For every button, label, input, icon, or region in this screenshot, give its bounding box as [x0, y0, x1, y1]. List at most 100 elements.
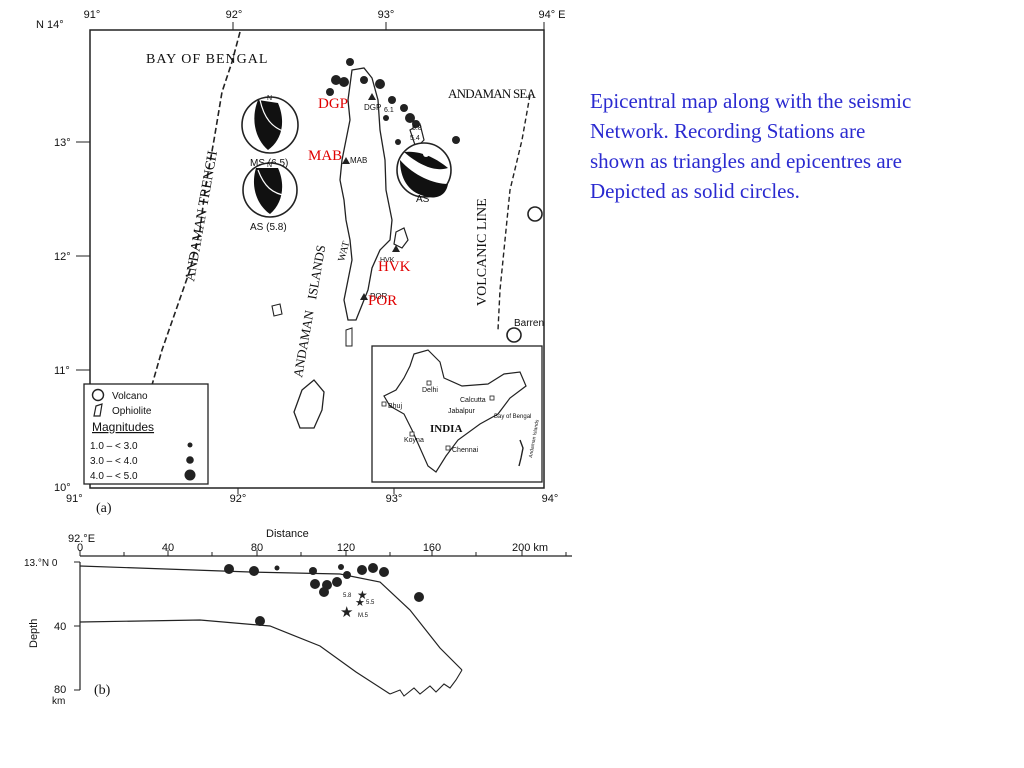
legend-volcano-symbol — [91, 388, 105, 402]
depth-unit: km — [52, 696, 65, 707]
dist-tick-80: 80 — [251, 542, 263, 554]
epicentre — [339, 77, 349, 87]
lat-10: 10° — [54, 482, 71, 494]
inset-city-delhi: Delhi — [422, 387, 438, 394]
legend-box — [83, 383, 209, 485]
svg-text:N: N — [267, 95, 272, 102]
slab-lower-boundary — [79, 619, 391, 695]
station-hvk-small: HVK — [380, 257, 395, 264]
legend-mag-row-3: 4.0 – < 5.0 — [90, 471, 138, 482]
star-label-58: 5.8 — [343, 593, 352, 599]
lon-bottom-91: 91° — [66, 493, 83, 505]
hypocentre — [255, 616, 265, 626]
caption-line-2: Network. Recording Stations are — [590, 119, 866, 143]
label-andaman-sea: ANDAMAN SEA — [448, 86, 537, 101]
inset-bay-of-bengal: Bay of Bengal — [494, 414, 531, 420]
inset-city-jabalpur: Jabalpur — [448, 408, 476, 415]
volcano-narcondam — [527, 206, 543, 222]
epicentre — [360, 76, 368, 84]
epicentre — [388, 96, 396, 104]
star-label-55: 5.5 — [366, 600, 375, 606]
lon-bottom-94: 94° — [542, 493, 559, 505]
epicentre — [452, 136, 460, 144]
hypocentre — [338, 564, 344, 570]
star-label-mainshock: M.5 — [358, 613, 369, 619]
hypocentre — [357, 565, 367, 575]
section-distance-ticks — [79, 550, 567, 556]
section-origin-label: 92.°E — [68, 533, 95, 545]
panel-a-label: (a) — [96, 501, 112, 516]
caption-line-4: Depicted as solid circles. — [590, 179, 800, 203]
epicentre — [326, 88, 334, 96]
depth-tick-80: 80 — [54, 684, 66, 696]
label-barren: Barren — [514, 318, 544, 329]
hypocentre — [309, 567, 317, 575]
station-dgp-label: DGP — [318, 96, 348, 112]
legend-mag-dot-small — [187, 442, 193, 448]
lon-top-94: 94° E — [538, 9, 565, 21]
focal-mechanism-ms: N — [241, 95, 299, 154]
mag-tag-58: 5.8 — [412, 125, 422, 132]
station-por-small: POR — [370, 292, 388, 301]
inset-city-chennai: Chennai — [452, 447, 479, 454]
station-dgp-small: DGP — [364, 103, 381, 112]
lon-bottom-92: 92° — [230, 493, 247, 505]
legend-mag-row-1: 1.0 – < 3.0 — [90, 441, 138, 452]
inset-andaman-islands — [518, 439, 524, 467]
lon-top-91: 91° — [84, 9, 101, 21]
mag-tag-61: 6.1 — [384, 107, 394, 114]
svg-text:N: N — [267, 162, 272, 169]
epicentre — [331, 75, 341, 85]
hypocentre — [343, 571, 351, 579]
focal-as-west-label: AS (5.8) — [250, 222, 287, 233]
hypocentre — [310, 579, 320, 589]
lat-13: 13° — [54, 137, 71, 149]
inset-city-bhuj: Bhuj — [388, 403, 402, 410]
caption-line-3: shown as triangles and epicentres are — [590, 149, 902, 173]
panel-b-label: (b) — [94, 683, 111, 698]
legend-volcano-label: Volcano — [112, 391, 148, 402]
inset-city-calcutta: Calcutta — [460, 397, 486, 404]
dist-tick-160: 160 — [423, 542, 441, 554]
hypocentre — [319, 587, 329, 597]
volcanic-line — [497, 94, 531, 331]
station-mab-triangle — [342, 157, 350, 164]
star-marker-58: ★ — [357, 588, 368, 602]
inset-country-india: INDIA — [430, 423, 462, 435]
station-mab-small: MAB — [350, 156, 367, 165]
mag-tag-54: 5.4 — [410, 135, 420, 142]
station-por-label: POR — [368, 293, 397, 309]
hypocentre — [379, 567, 389, 577]
andaman-islands-outline — [339, 67, 393, 321]
label-volcanic-line: VOLCANIC LINE — [475, 198, 490, 306]
inset-city-koyna: Koyna — [404, 437, 424, 444]
hypocentre — [414, 592, 424, 602]
station-mab-label: MAB — [308, 148, 342, 164]
figure-caption: Epicentral map along with the seismic Ne… — [590, 86, 1010, 206]
lat-11: 11° — [54, 365, 70, 377]
epicentre — [405, 113, 415, 123]
section-hypocentres — [224, 563, 424, 626]
star-marker-mainshock: ★ — [340, 605, 353, 621]
havelock-island — [393, 227, 409, 249]
section-distance-title: Distance — [266, 528, 309, 540]
volcano-barren — [506, 327, 522, 343]
legend-magnitudes-title: Magnitudes — [92, 420, 154, 434]
dist-tick-40: 40 — [162, 542, 174, 554]
epicentre — [346, 58, 354, 66]
hypocentre — [332, 577, 342, 587]
hypocentre — [249, 566, 259, 576]
lon-top-93: 93° — [378, 9, 395, 21]
hypocentre — [368, 563, 378, 573]
lon-bottom-93: 93° — [386, 493, 403, 505]
rutland-island — [345, 327, 353, 347]
caption-line-1: Epicentral map along with the seismic — [590, 89, 912, 113]
focal-mechanism-as-east — [396, 142, 452, 198]
station-por-triangle — [360, 293, 368, 300]
lat-12: 12° — [54, 251, 71, 263]
legend-ophiolite-label: Ophiolite — [112, 406, 152, 417]
epicentre — [383, 115, 389, 121]
epicentre — [375, 79, 385, 89]
focal-mechanism-as-west: N — [242, 162, 298, 218]
